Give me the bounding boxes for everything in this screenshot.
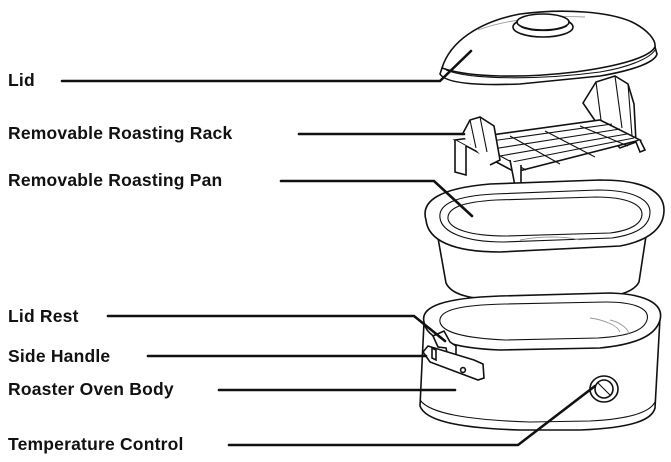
lid-label: Lid [8,70,35,90]
pan-label: Removable Roasting Pan [8,170,223,190]
body-label: Roaster Oven Body [8,379,174,399]
temp-control-leader-line [227,384,597,447]
lid-leader-line [60,49,473,83]
rack-label: Removable Roasting Rack [8,123,233,143]
lid-rest-label: Lid Rest [8,306,79,326]
temp-control-label: Temperature Control [8,434,184,454]
lid-illustration [439,10,658,86]
lid-rest-leader-line [106,314,447,343]
side-handle-label: Side Handle [8,346,111,366]
roasting-pan-illustration [424,179,665,302]
rack-illustration [452,75,647,187]
oven-body-illustration [419,292,662,431]
pan-leader-line [279,179,474,218]
